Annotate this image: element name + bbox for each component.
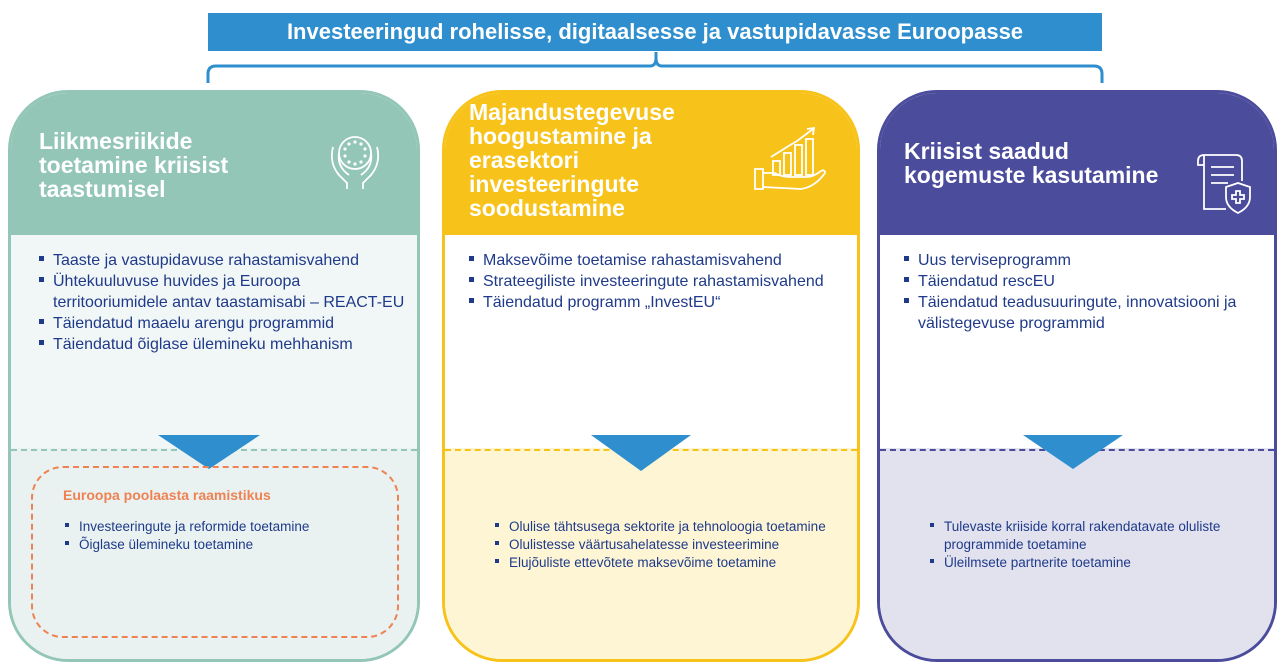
pillar-support-list: Investeeringute ja reformide toetamine Õ…	[65, 518, 395, 554]
brace-connector	[206, 52, 1104, 83]
list-item: Täiendatud rescEU	[904, 271, 1274, 292]
list-item: Olulise tähtsusega sektorite ja tehnoloo…	[495, 518, 845, 536]
pillar-bottom-panel	[880, 448, 1274, 659]
list-item: Investeeringute ja reformide toetamine	[65, 518, 395, 536]
list-item: Täiendatud õiglase ülemineku mehhanism	[39, 334, 414, 355]
list-item: Täiendatud maaelu arengu programmid	[39, 313, 414, 334]
pillar-recovery: Liikmesriikide toetamine kriisist taastu…	[8, 90, 420, 662]
pillar-support-list: Tulevaste kriiside korral rakendatavate …	[930, 518, 1274, 572]
list-item: Taaste ja vastupidavuse rahastamisvahend	[39, 250, 414, 271]
eu-stars-hands-icon	[319, 123, 391, 200]
list-item: Üleilmsete partnerite toetamine	[930, 554, 1274, 572]
pillar-header	[11, 93, 417, 235]
pillar-title: Kriisist saadud kogemuste kasutamine	[904, 138, 1159, 188]
pillar-instrument-list: Maksevõime toetamise rahastamisvahend St…	[469, 250, 849, 313]
pillar-investment: Majandustegevuse hoogustamine ja erasekt…	[442, 90, 860, 662]
list-item: Strateegiliste investeeringute rahastami…	[469, 271, 849, 292]
pillar-instrument-list: Taaste ja vastupidavuse rahastamisvahend…	[39, 250, 414, 355]
pillar-header	[880, 93, 1274, 235]
pillar-bottom-panel	[445, 448, 857, 659]
list-item: Elujõuliste ettevõtete maksevõime toetam…	[495, 554, 845, 572]
down-arrow-icon	[1023, 435, 1123, 469]
semester-frame: Euroopa poolaasta raamistikus Investeeri…	[31, 466, 399, 638]
banner-title: Investeeringud rohelisse, digitaalsesse …	[208, 13, 1102, 51]
list-item: Täiendatud teadusuuringute, innovatsioon…	[904, 292, 1274, 334]
list-item: Uus terviseprogramm	[904, 250, 1274, 271]
list-item: Täiendatud programm „InvestEU“	[469, 292, 849, 313]
hand-growth-chart-icon	[751, 123, 831, 200]
list-item: Olulistesse väärtusahelatesse investeeri…	[495, 536, 845, 554]
pillar-instrument-list: Uus terviseprogramm Täiendatud rescEU Tä…	[904, 250, 1274, 334]
pillar-title: Majandustegevuse hoogustamine ja erasekt…	[469, 99, 675, 221]
down-arrow-icon	[158, 435, 260, 469]
document-health-shield-icon	[1196, 153, 1254, 220]
pillar-lessons: Kriisist saadud kogemuste kasutamine Uus…	[877, 90, 1277, 662]
semester-frame-title: Euroopa poolaasta raamistikus	[63, 487, 271, 503]
pillar-bottom-panel	[11, 448, 417, 659]
down-arrow-icon	[591, 435, 691, 471]
pillar-title: Liikmesriikide toetamine kriisist taastu…	[39, 128, 229, 202]
list-item: Maksevõime toetamise rahastamisvahend	[469, 250, 849, 271]
list-item: Tulevaste kriiside korral rakendatavate …	[930, 518, 1274, 554]
list-item: Ühtekuuluvuse huvides ja Euroopa territo…	[39, 271, 414, 313]
list-item: Õiglase ülemineku toetamine	[65, 536, 395, 554]
pillar-support-list: Olulise tähtsusega sektorite ja tehnoloo…	[495, 518, 845, 572]
pillar-header	[445, 93, 857, 235]
